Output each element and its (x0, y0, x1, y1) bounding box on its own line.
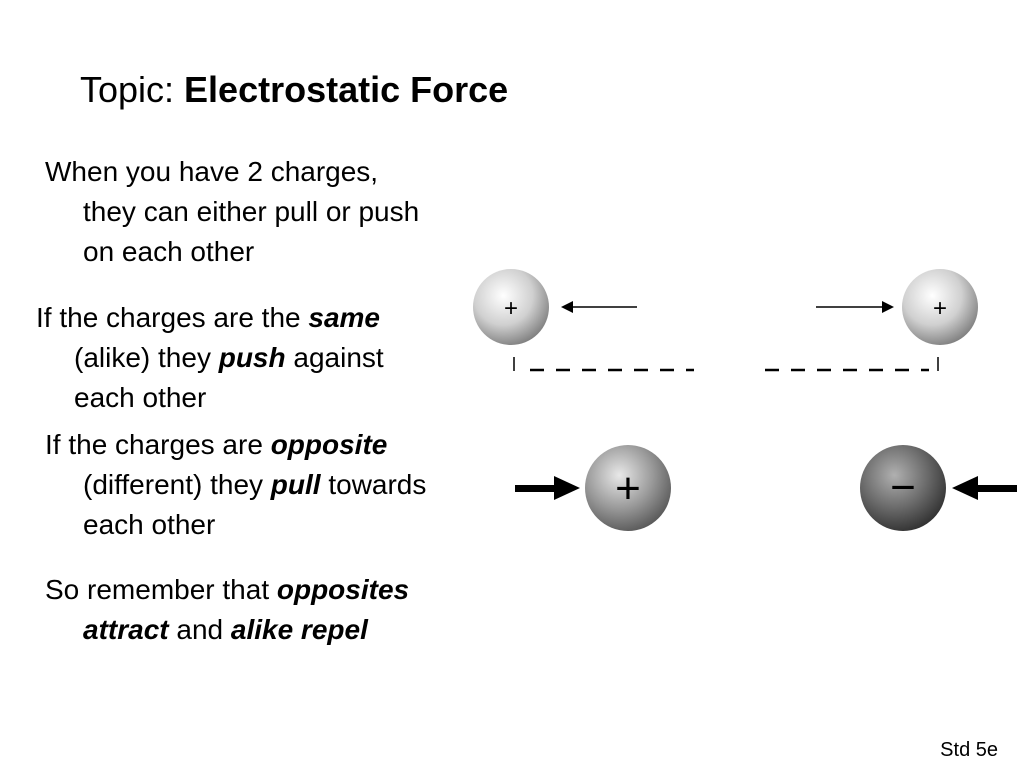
same-emphasis: same (308, 302, 381, 333)
same-text-3: against (285, 342, 384, 373)
summary-text-2: and (168, 614, 231, 645)
opposite-emphasis: opposite (270, 429, 388, 460)
alike-repel-emphasis: alike repel (230, 614, 368, 645)
positive-sphere-attract (585, 445, 671, 531)
summary-paragraph: So remember that opposites attract and a… (45, 570, 515, 650)
opp-text-1: If the charges are (45, 429, 271, 460)
distance-dashed-line (513, 357, 939, 372)
opp-text-2: (different) they (83, 469, 271, 500)
negative-sphere-attract (860, 445, 946, 531)
summary-line-2: attract and alike repel (45, 610, 515, 650)
push-arrow-right (816, 301, 894, 313)
positive-sphere-left (473, 269, 549, 345)
same-charges-paragraph: If the charges are the same (alike) they… (36, 298, 476, 418)
intro-paragraph: When you have 2 charges, they can either… (45, 152, 515, 272)
minus-sign-attract: − (890, 463, 916, 512)
same-text-2: (alike) they (74, 342, 219, 373)
opp-line-2: (different) they pull towards (45, 465, 515, 505)
slide-title: Topic: Electrostatic Force (80, 68, 508, 112)
push-emphasis: push (218, 342, 286, 373)
intro-line-3: on each other (83, 236, 255, 267)
same-text-1: If the charges are the (36, 302, 309, 333)
same-text-4: each other (74, 382, 207, 413)
opposite-charges-paragraph: If the charges are opposite (different) … (45, 425, 515, 545)
push-arrow-left (561, 301, 637, 313)
intro-line-2: they can either pull or push (83, 196, 420, 227)
standard-label: Std 5e (940, 739, 998, 761)
intro-line-1: When you have 2 charges, (45, 156, 379, 187)
pull-arrow-left (515, 476, 580, 500)
plus-sign-left: + (504, 295, 518, 322)
title-prefix: Topic: (80, 69, 185, 110)
opp-text-4: each other (83, 509, 216, 540)
title-topic: Electrostatic Force (184, 69, 509, 110)
opp-text-3: towards (320, 469, 427, 500)
plus-sign-right: + (933, 295, 947, 322)
pull-arrow-right (952, 476, 1017, 500)
positive-sphere-right (902, 269, 978, 345)
opposites-emphasis: opposites (276, 574, 410, 605)
pull-emphasis: pull (270, 469, 321, 500)
plus-sign-attract: + (615, 464, 641, 513)
same-line-2: (alike) they push against (36, 338, 476, 378)
summary-text-1: So remember that (45, 574, 277, 605)
attract-emphasis: attract (83, 614, 169, 645)
